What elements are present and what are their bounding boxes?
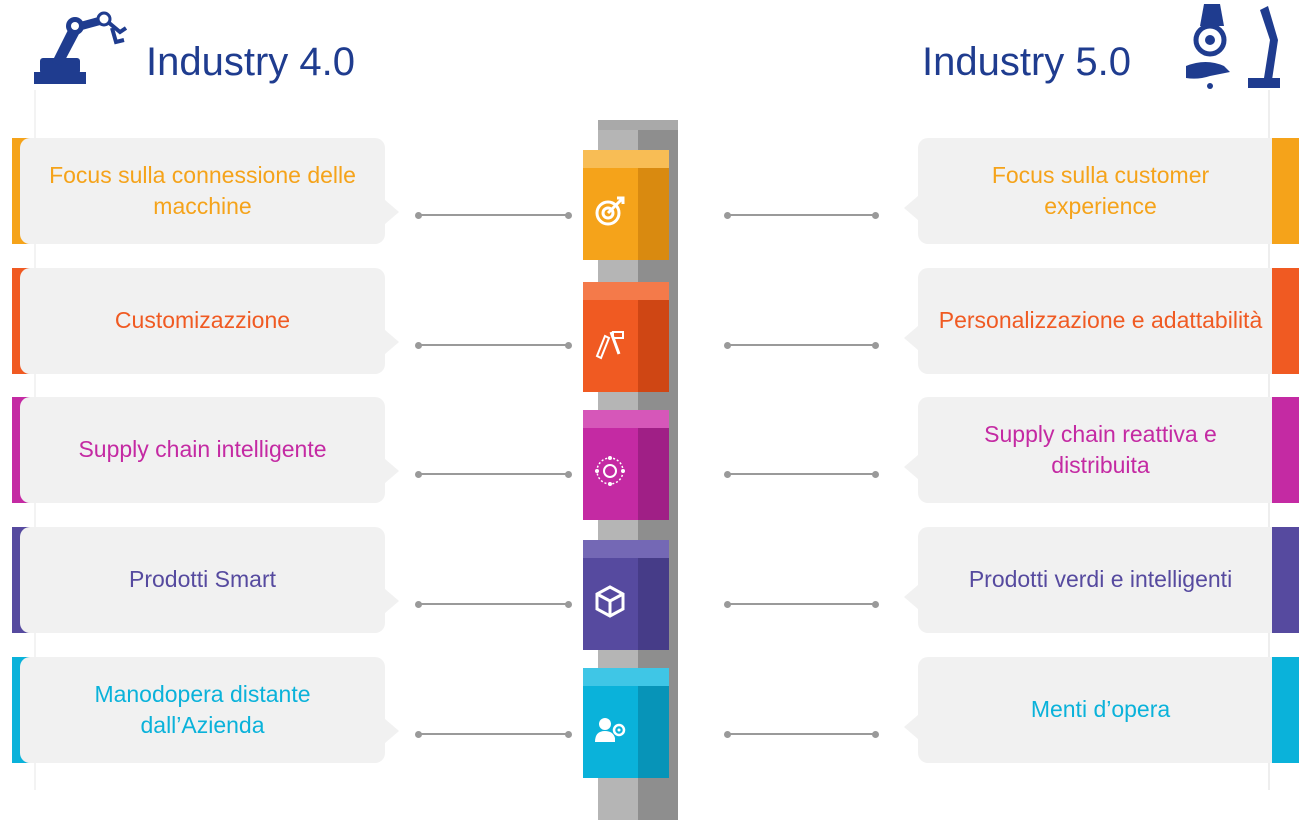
industry4-item: Prodotti Smart [20, 527, 399, 633]
cube-front [583, 300, 638, 392]
industry5-item: Prodotti verdi e intelligenti [904, 527, 1283, 633]
pillar-cube [583, 540, 669, 650]
connector-dot [565, 470, 572, 478]
connector-dot [872, 730, 879, 738]
box-icon [593, 584, 627, 618]
cube-top [583, 282, 669, 304]
cube-front [583, 686, 638, 778]
connector-dot [872, 211, 879, 219]
connector-dot [872, 600, 879, 608]
industry5-item: Supply chain reattiva e distribuita [904, 397, 1283, 503]
connector-dot [415, 600, 422, 608]
connector-dot [415, 470, 422, 478]
connector-dot [724, 600, 731, 608]
connector-dot [724, 341, 731, 349]
pillar-cube [583, 282, 669, 392]
left-connector [418, 344, 568, 346]
industry5-item: Personalizzazione e adattabilità [904, 268, 1283, 374]
connector-dot [872, 470, 879, 478]
right-color-bar [1272, 527, 1299, 633]
cube-side [638, 558, 669, 650]
pillar-cube [583, 668, 669, 778]
left-title: Industry 4.0 [146, 40, 356, 84]
cube-side [638, 168, 669, 260]
industry4-item: Customizazzione [20, 268, 399, 374]
connector-dot [565, 341, 572, 349]
pillar-cube [583, 150, 669, 260]
right-connector [728, 733, 876, 735]
right-connector [728, 214, 876, 216]
cube-top [583, 410, 669, 432]
connector-dot [415, 341, 422, 349]
connector-dot [724, 470, 731, 478]
target-icon [593, 194, 627, 228]
robot-hand-icon [1186, 4, 1280, 89]
right-connector [728, 603, 876, 605]
right-color-bar [1272, 397, 1299, 503]
right-connector [728, 473, 876, 475]
cube-side [638, 428, 669, 520]
connector-dot [724, 730, 731, 738]
design-tools-icon [593, 326, 627, 360]
cube-side [638, 686, 669, 778]
right-color-bar [1272, 268, 1299, 374]
user-gear-icon [593, 712, 627, 746]
connector-dot [415, 211, 422, 219]
right-title: Industry 5.0 [922, 40, 1132, 84]
left-connector [418, 603, 568, 605]
robot-arm-icon [34, 11, 128, 84]
connector-dot [565, 730, 572, 738]
pillar-cube [583, 410, 669, 520]
connector-dot [872, 341, 879, 349]
connector-dot [415, 730, 422, 738]
connector-dot [565, 600, 572, 608]
cube-front [583, 168, 638, 260]
cube-top [583, 150, 669, 172]
industry5-item: Menti d’opera [904, 657, 1283, 763]
left-connector [418, 733, 568, 735]
network-icon [593, 454, 627, 488]
connector-dot [724, 211, 731, 219]
connector-dot [565, 211, 572, 219]
right-connector [728, 344, 876, 346]
cube-top [583, 540, 669, 562]
cube-front [583, 428, 638, 520]
industry4-item: Focus sulla connessione delle macchine [20, 138, 399, 244]
industry4-item: Supply chain intelligente [20, 397, 399, 503]
right-color-bar [1272, 138, 1299, 244]
industry5-item: Focus sulla customer experience [904, 138, 1283, 244]
cube-side [638, 300, 669, 392]
industry4-item: Manodopera distante dall’Azienda [20, 657, 399, 763]
right-color-bar [1272, 657, 1299, 763]
left-connector [418, 214, 568, 216]
left-connector [418, 473, 568, 475]
cube-top [583, 668, 669, 690]
